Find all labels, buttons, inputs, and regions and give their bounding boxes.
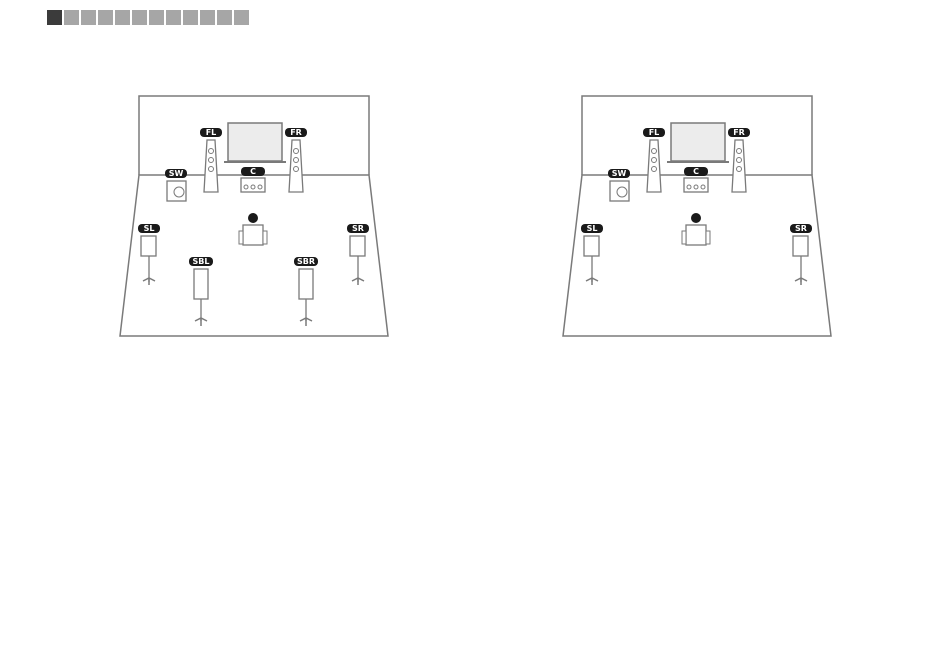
svg-text:SL: SL xyxy=(144,224,155,233)
speaker-fr: FR xyxy=(285,128,307,192)
speaker-sr: SR xyxy=(347,224,369,285)
speaker-layout-diagram-7ch: FL FR C SW SL SR SBL xyxy=(118,95,390,340)
page-indicator-segment xyxy=(234,10,249,25)
page-indicator-segment xyxy=(98,10,113,25)
page-indicator-segment xyxy=(166,10,181,25)
speaker-fl: FL xyxy=(200,128,222,192)
svg-text:FR: FR xyxy=(733,128,745,137)
page-indicator-segment xyxy=(183,10,198,25)
page-indicator-segment xyxy=(132,10,147,25)
page-indicator-segment xyxy=(149,10,164,25)
svg-text:FL: FL xyxy=(649,128,660,137)
speaker-sw: SW xyxy=(608,169,630,201)
page-indicator xyxy=(47,10,249,25)
speaker-sbr: SBR xyxy=(294,257,318,326)
svg-text:C: C xyxy=(250,167,256,176)
listener xyxy=(239,213,267,245)
speaker-sr: SR xyxy=(790,224,812,285)
page-indicator-segment xyxy=(217,10,232,25)
page-indicator-segment-active xyxy=(47,10,62,25)
svg-text:SR: SR xyxy=(795,224,807,233)
screen xyxy=(228,123,282,161)
svg-text:SW: SW xyxy=(612,169,627,178)
svg-text:SL: SL xyxy=(587,224,598,233)
page-indicator-segment xyxy=(200,10,215,25)
speaker-c: C xyxy=(684,167,708,192)
speaker-sw: SW xyxy=(165,169,187,201)
page-indicator-segment xyxy=(64,10,79,25)
page-indicator-segment xyxy=(81,10,96,25)
svg-text:SR: SR xyxy=(352,224,364,233)
page-indicator-segment xyxy=(115,10,130,25)
speaker-c: C xyxy=(241,167,265,192)
screen xyxy=(671,123,725,161)
speaker-sbl: SBL xyxy=(189,257,213,326)
speaker-sl: SL xyxy=(581,224,603,285)
speaker-fl: FL xyxy=(643,128,665,192)
svg-text:C: C xyxy=(693,167,699,176)
speaker-sl: SL xyxy=(138,224,160,285)
svg-text:FR: FR xyxy=(290,128,302,137)
speaker-layout-diagram-5ch: FL FR C SW SL SR xyxy=(561,95,833,340)
svg-text:SBR: SBR xyxy=(297,257,315,266)
svg-text:FL: FL xyxy=(206,128,217,137)
svg-text:SW: SW xyxy=(169,169,184,178)
svg-text:SBL: SBL xyxy=(193,257,210,266)
listener xyxy=(682,213,710,245)
speaker-fr: FR xyxy=(728,128,750,192)
